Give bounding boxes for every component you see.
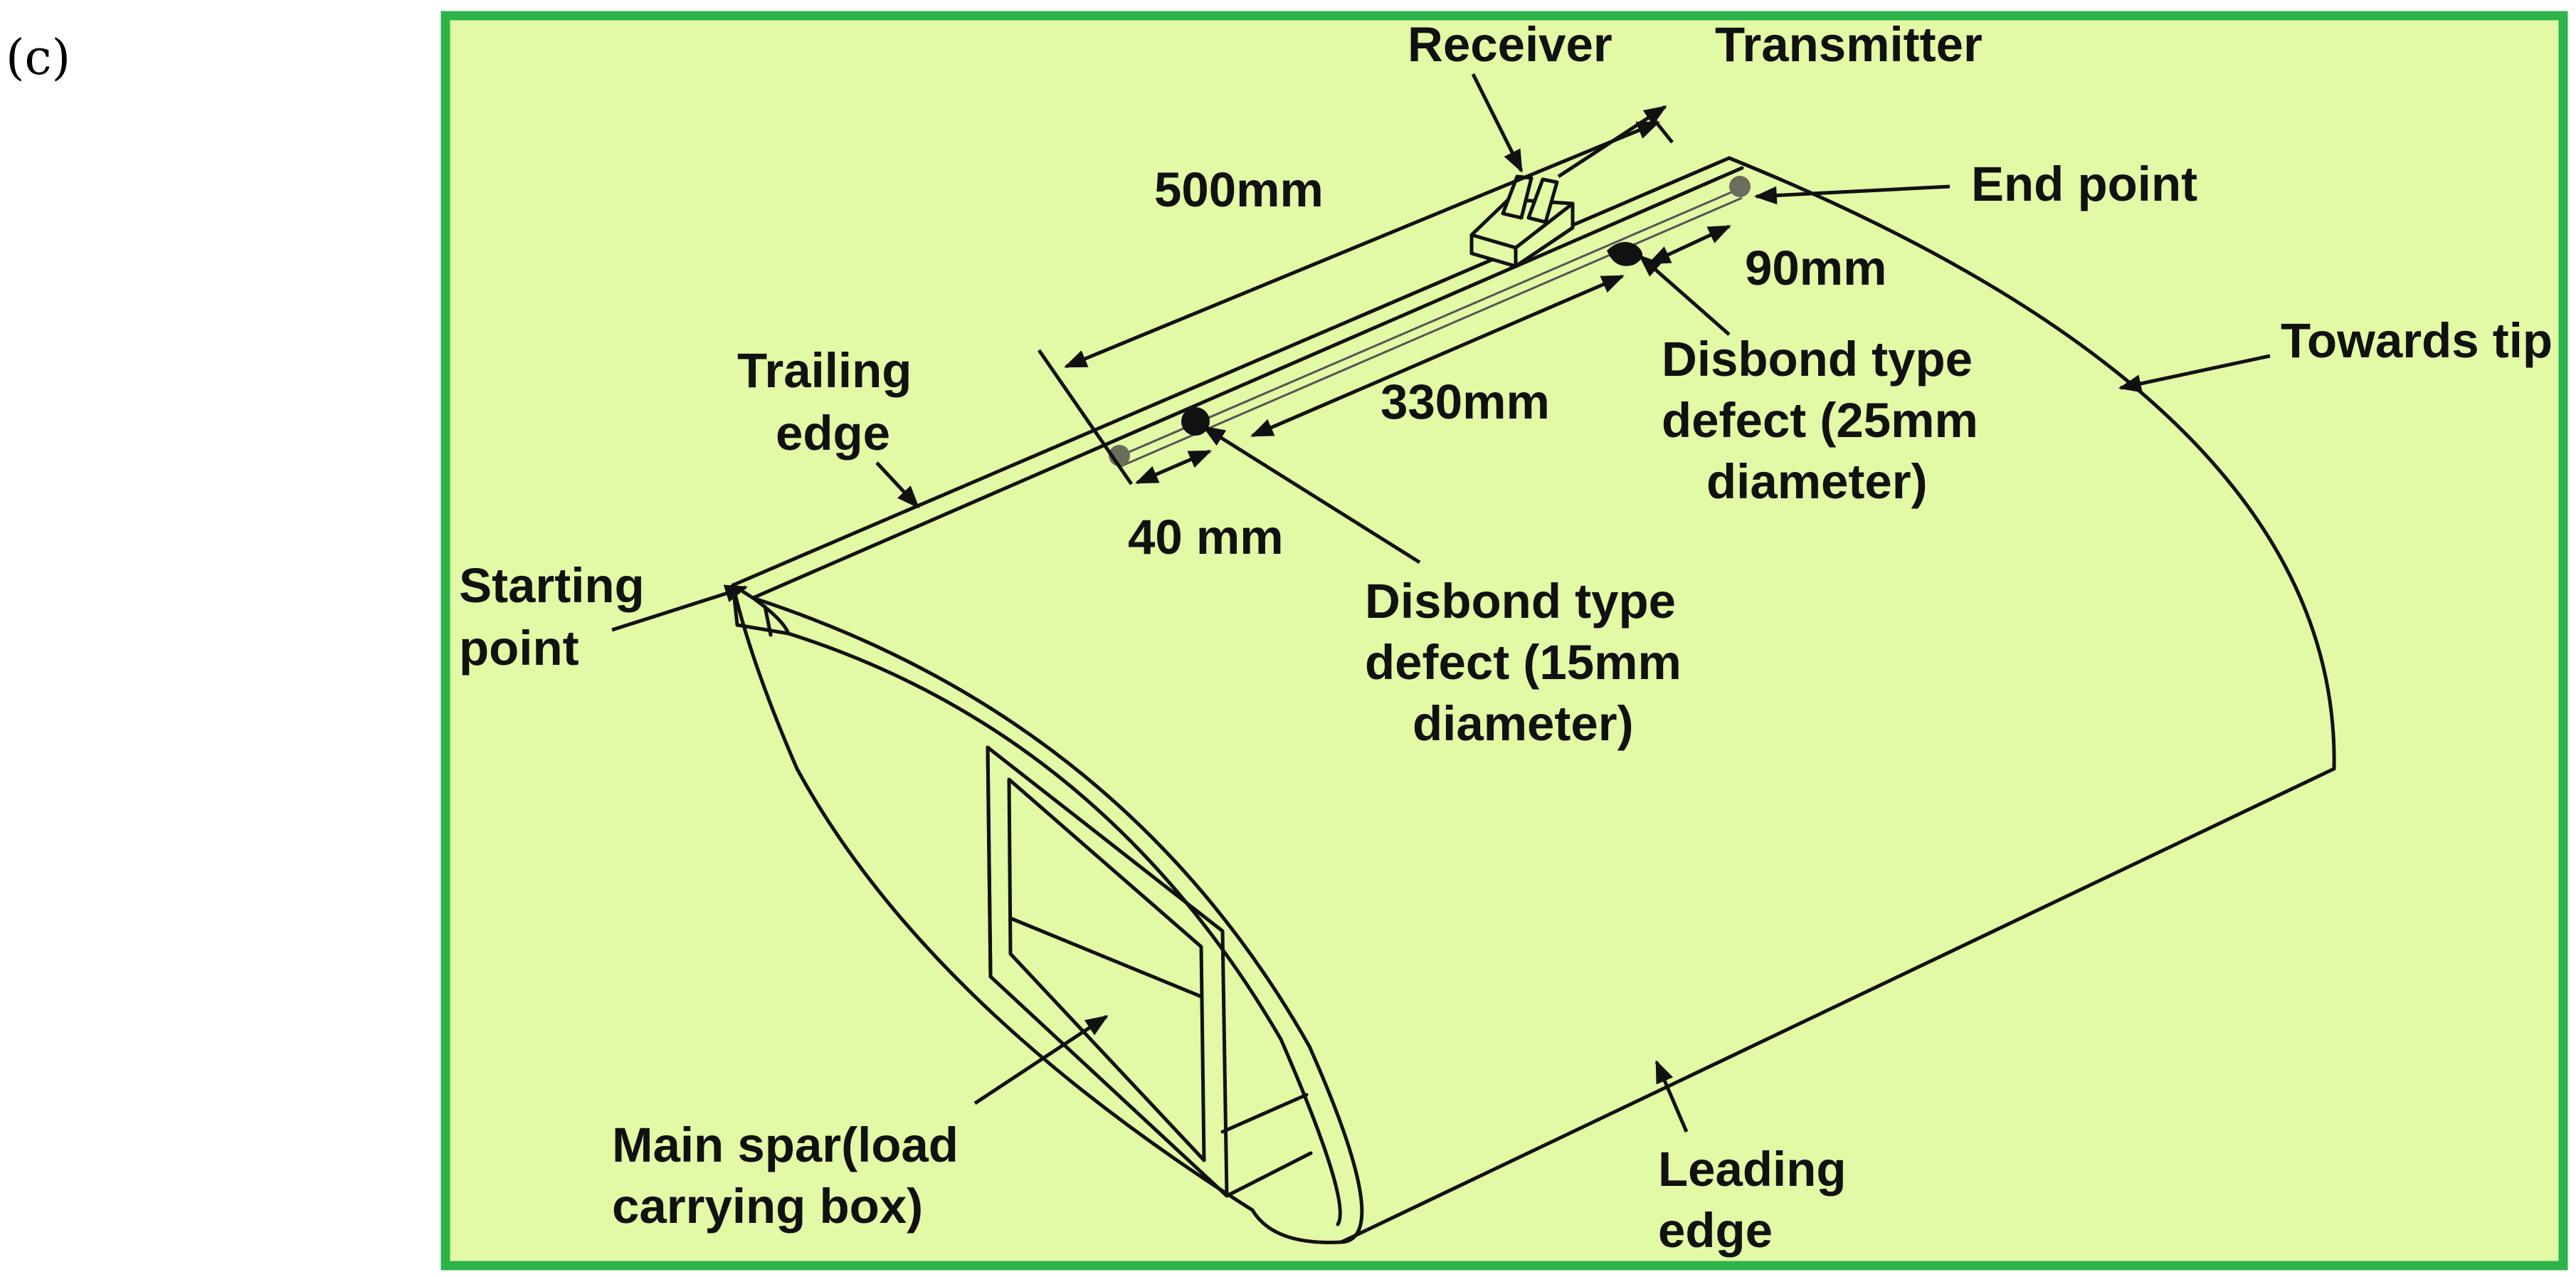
main-spar-inner <box>1007 777 1206 1162</box>
dim-90-label: 90mm <box>1745 241 1886 295</box>
towards-tip-label: Towards tip <box>2281 313 2553 368</box>
starting-point-label-1: Starting <box>459 558 645 613</box>
trailing-edge-label-2: edge <box>776 406 890 461</box>
dim-90-line <box>1647 224 1731 266</box>
disbond-15-label-3: diameter) <box>1413 696 1634 751</box>
root-airfoil-outer <box>731 583 1364 1244</box>
main-spar-label-1: Main spar(load <box>612 1118 959 1172</box>
trailing-edge-arrow <box>875 461 920 509</box>
starting-point-label-2: point <box>459 621 579 676</box>
blade-tip-profile <box>1727 156 2336 771</box>
main-spar-arrow <box>973 1014 1109 1105</box>
dim-500-line <box>1064 120 1660 369</box>
disbond-25-label-2: defect (25mm <box>1662 393 1978 448</box>
receiver-arrow <box>1471 73 1524 173</box>
disbond-15-arrow <box>1202 425 1421 564</box>
dim-330-line <box>1250 274 1625 438</box>
defect-15mm-marker[interactable] <box>1181 407 1210 436</box>
leading-edge-line <box>1339 767 2336 1244</box>
dim-500-label: 500mm <box>1154 162 1324 217</box>
receiver-label: Receiver <box>1408 17 1612 72</box>
leading-edge-label-1: Leading <box>1658 1142 1847 1197</box>
towards-tip-arrow <box>2118 354 2271 393</box>
dim-40-line <box>1135 449 1212 485</box>
end-point-label: End point <box>1971 157 2197 211</box>
disbond-25-label-3: diameter) <box>1706 454 1928 509</box>
dim-330-label: 330mm <box>1381 374 1550 429</box>
panel-label: (c) <box>6 30 71 86</box>
end-point-arrow <box>1753 184 1951 205</box>
disbond-15-label-1: Disbond type <box>1365 574 1676 629</box>
starting-point-arrow <box>611 584 749 632</box>
disbond-25-label-1: Disbond type <box>1662 332 1973 387</box>
trailing-edge-label-1: Trailing <box>737 343 912 398</box>
end-point-marker[interactable] <box>1729 176 1751 197</box>
leading-edge-label-2: edge <box>1658 1203 1773 1258</box>
dim-40-label: 40 mm <box>1128 510 1284 564</box>
disbond-15-label-2: defect (15mm <box>1365 635 1682 690</box>
leading-edge-arrow <box>1654 1060 1689 1133</box>
disbond-25-arrow <box>1638 254 1731 336</box>
main-spar-label-2: carrying box) <box>612 1179 923 1234</box>
transmitter-label: Transmitter <box>1715 17 1983 72</box>
